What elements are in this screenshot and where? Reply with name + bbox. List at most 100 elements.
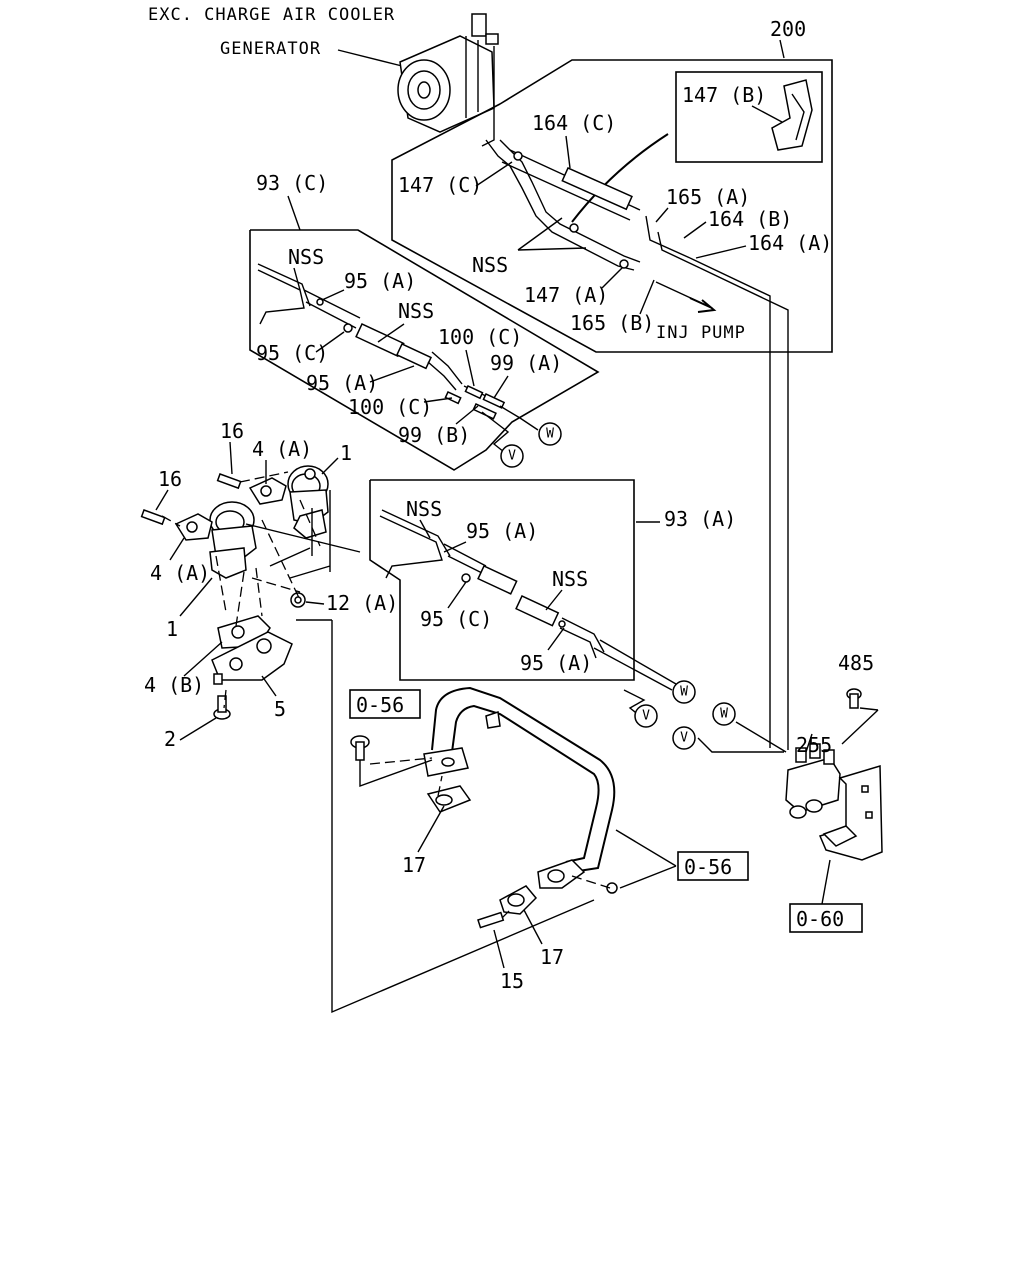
- callout-12a: 12 (A): [326, 591, 398, 615]
- bolt-upper-pipe-leader: [359, 759, 433, 787]
- callout-95a-3: 95 (A): [466, 519, 538, 543]
- leader-165a: [655, 207, 669, 223]
- line-164b-to-255: [699, 267, 789, 750]
- leader-164a: [695, 245, 747, 259]
- leader-147c: [475, 161, 513, 187]
- callout-100c-2: 100 (C): [348, 395, 432, 419]
- gasket-4a-upper: [248, 477, 287, 505]
- leader-15: [493, 929, 505, 969]
- vacuum-pipe-200: [481, 118, 717, 313]
- nss-label-4: NSS: [552, 567, 588, 591]
- leader-95c-1: [315, 331, 345, 353]
- ref-box-0-56-b: 0-56: [677, 851, 749, 881]
- egr-valve-upper: [287, 465, 329, 539]
- callout-255: 255: [796, 733, 832, 757]
- ref-box-0-60: 0-60: [789, 903, 863, 933]
- callout-95a-4: 95 (A): [520, 651, 592, 675]
- bolt-485: [846, 688, 862, 709]
- line-164a-to-255: [689, 257, 771, 748]
- leader-147b: [751, 105, 783, 123]
- callout-93a: 93 (A): [664, 507, 736, 531]
- nss-top-label: NSS: [472, 253, 508, 277]
- hoses-to-255: [697, 721, 787, 753]
- assembly-dash-lines: [161, 471, 321, 709]
- nss-label-1: NSS: [288, 245, 324, 269]
- egr-pipe: [423, 686, 618, 929]
- leader-12a: [305, 601, 325, 605]
- clip-147b-illustration: [771, 79, 813, 151]
- connector-v-3-text: V: [680, 731, 688, 746]
- bolt-upper-pipe: [350, 735, 370, 761]
- callout-95c-1: 95 (C): [256, 341, 328, 365]
- callout-17-2: 17: [540, 945, 564, 969]
- adapter-5: [211, 631, 293, 685]
- leader-93c: [287, 195, 301, 231]
- callout-5: 5: [274, 697, 286, 721]
- leader-1-1: [321, 457, 339, 475]
- connector-w-2-text: W: [680, 685, 688, 700]
- inj-pump-label: INJ PUMP: [656, 323, 746, 343]
- assembly-outline-left: [331, 620, 595, 1014]
- connector-w-1: W: [538, 422, 562, 446]
- leader-100c-1: [465, 349, 475, 387]
- egr-connector-lines: [245, 490, 361, 579]
- leader-95a-4: [547, 627, 565, 651]
- generator-leader: [337, 49, 403, 67]
- connector-w-3-text: W: [720, 707, 728, 722]
- group-93c-outline: [249, 229, 600, 471]
- leader-99a: [493, 375, 509, 399]
- bolt-2: [213, 695, 231, 720]
- nut-12a: [290, 592, 306, 608]
- leader-0-60: [821, 859, 831, 905]
- callout-100c-1: 100 (C): [438, 325, 522, 349]
- leader-95a-1: [321, 289, 345, 301]
- generator-label: GENERATOR: [220, 39, 321, 59]
- connector-v-2-text: V: [642, 709, 650, 724]
- leader-164c: [565, 135, 571, 169]
- callout-147a: 147 (A): [524, 283, 608, 307]
- callout-1-2: 1: [166, 617, 178, 641]
- leader-nss-2: [377, 323, 405, 343]
- leader-99b: [455, 405, 479, 425]
- connector-v-1-text: V: [508, 449, 516, 464]
- leader-nss-top-1: [517, 217, 563, 251]
- leader-nss-1: [293, 267, 301, 291]
- group-93a-outline: [369, 479, 635, 681]
- connector-w-2: W: [672, 680, 696, 704]
- egr-valve-lower: [209, 501, 257, 579]
- callout-147b: 147 (B): [682, 83, 766, 107]
- leader-4a-2: [169, 537, 185, 561]
- switching-valve-255: [785, 743, 841, 819]
- leader-17-2: [523, 909, 543, 945]
- callout-164b: 164 (B): [708, 207, 792, 231]
- leader-95a-3: [443, 541, 467, 553]
- callout-485: 485: [838, 651, 874, 675]
- callout-16-1: 16: [220, 419, 244, 443]
- callout-16-2: 16: [158, 467, 182, 491]
- connector-v-3: V: [672, 726, 696, 750]
- leader-nss-3: [419, 519, 431, 539]
- leader-165b: [639, 279, 655, 315]
- subtitle-exc-charge-air-cooler: EXC. CHARGE AIR COOLER: [148, 5, 395, 25]
- group-200-outline: [391, 59, 833, 353]
- callout-15: 15: [500, 969, 524, 993]
- callout-164c: 164 (C): [532, 111, 616, 135]
- leader-nss-4: [545, 589, 563, 611]
- callout-200: 200: [770, 17, 806, 41]
- leader-0-56-b-1: [615, 829, 677, 867]
- gasket-4a-lower: [174, 513, 213, 541]
- callout-17-1: 17: [402, 853, 426, 877]
- callout-4a-2: 4 (A): [150, 561, 210, 585]
- ref-0-56-a-text: 0-56: [356, 693, 404, 717]
- leader-200: [779, 39, 785, 59]
- ref-0-56-b-text: 0-56: [684, 855, 732, 879]
- leader-16-1: [229, 441, 233, 475]
- callout-165b: 165 (B): [570, 311, 654, 335]
- callout-165a: 165 (A): [666, 185, 750, 209]
- connector-w-3: W: [712, 702, 736, 726]
- leader-4b: [183, 641, 223, 677]
- leader-16-2: [155, 489, 169, 511]
- leader-0-56-b-2: [619, 865, 677, 889]
- leader-1-2: [179, 577, 213, 617]
